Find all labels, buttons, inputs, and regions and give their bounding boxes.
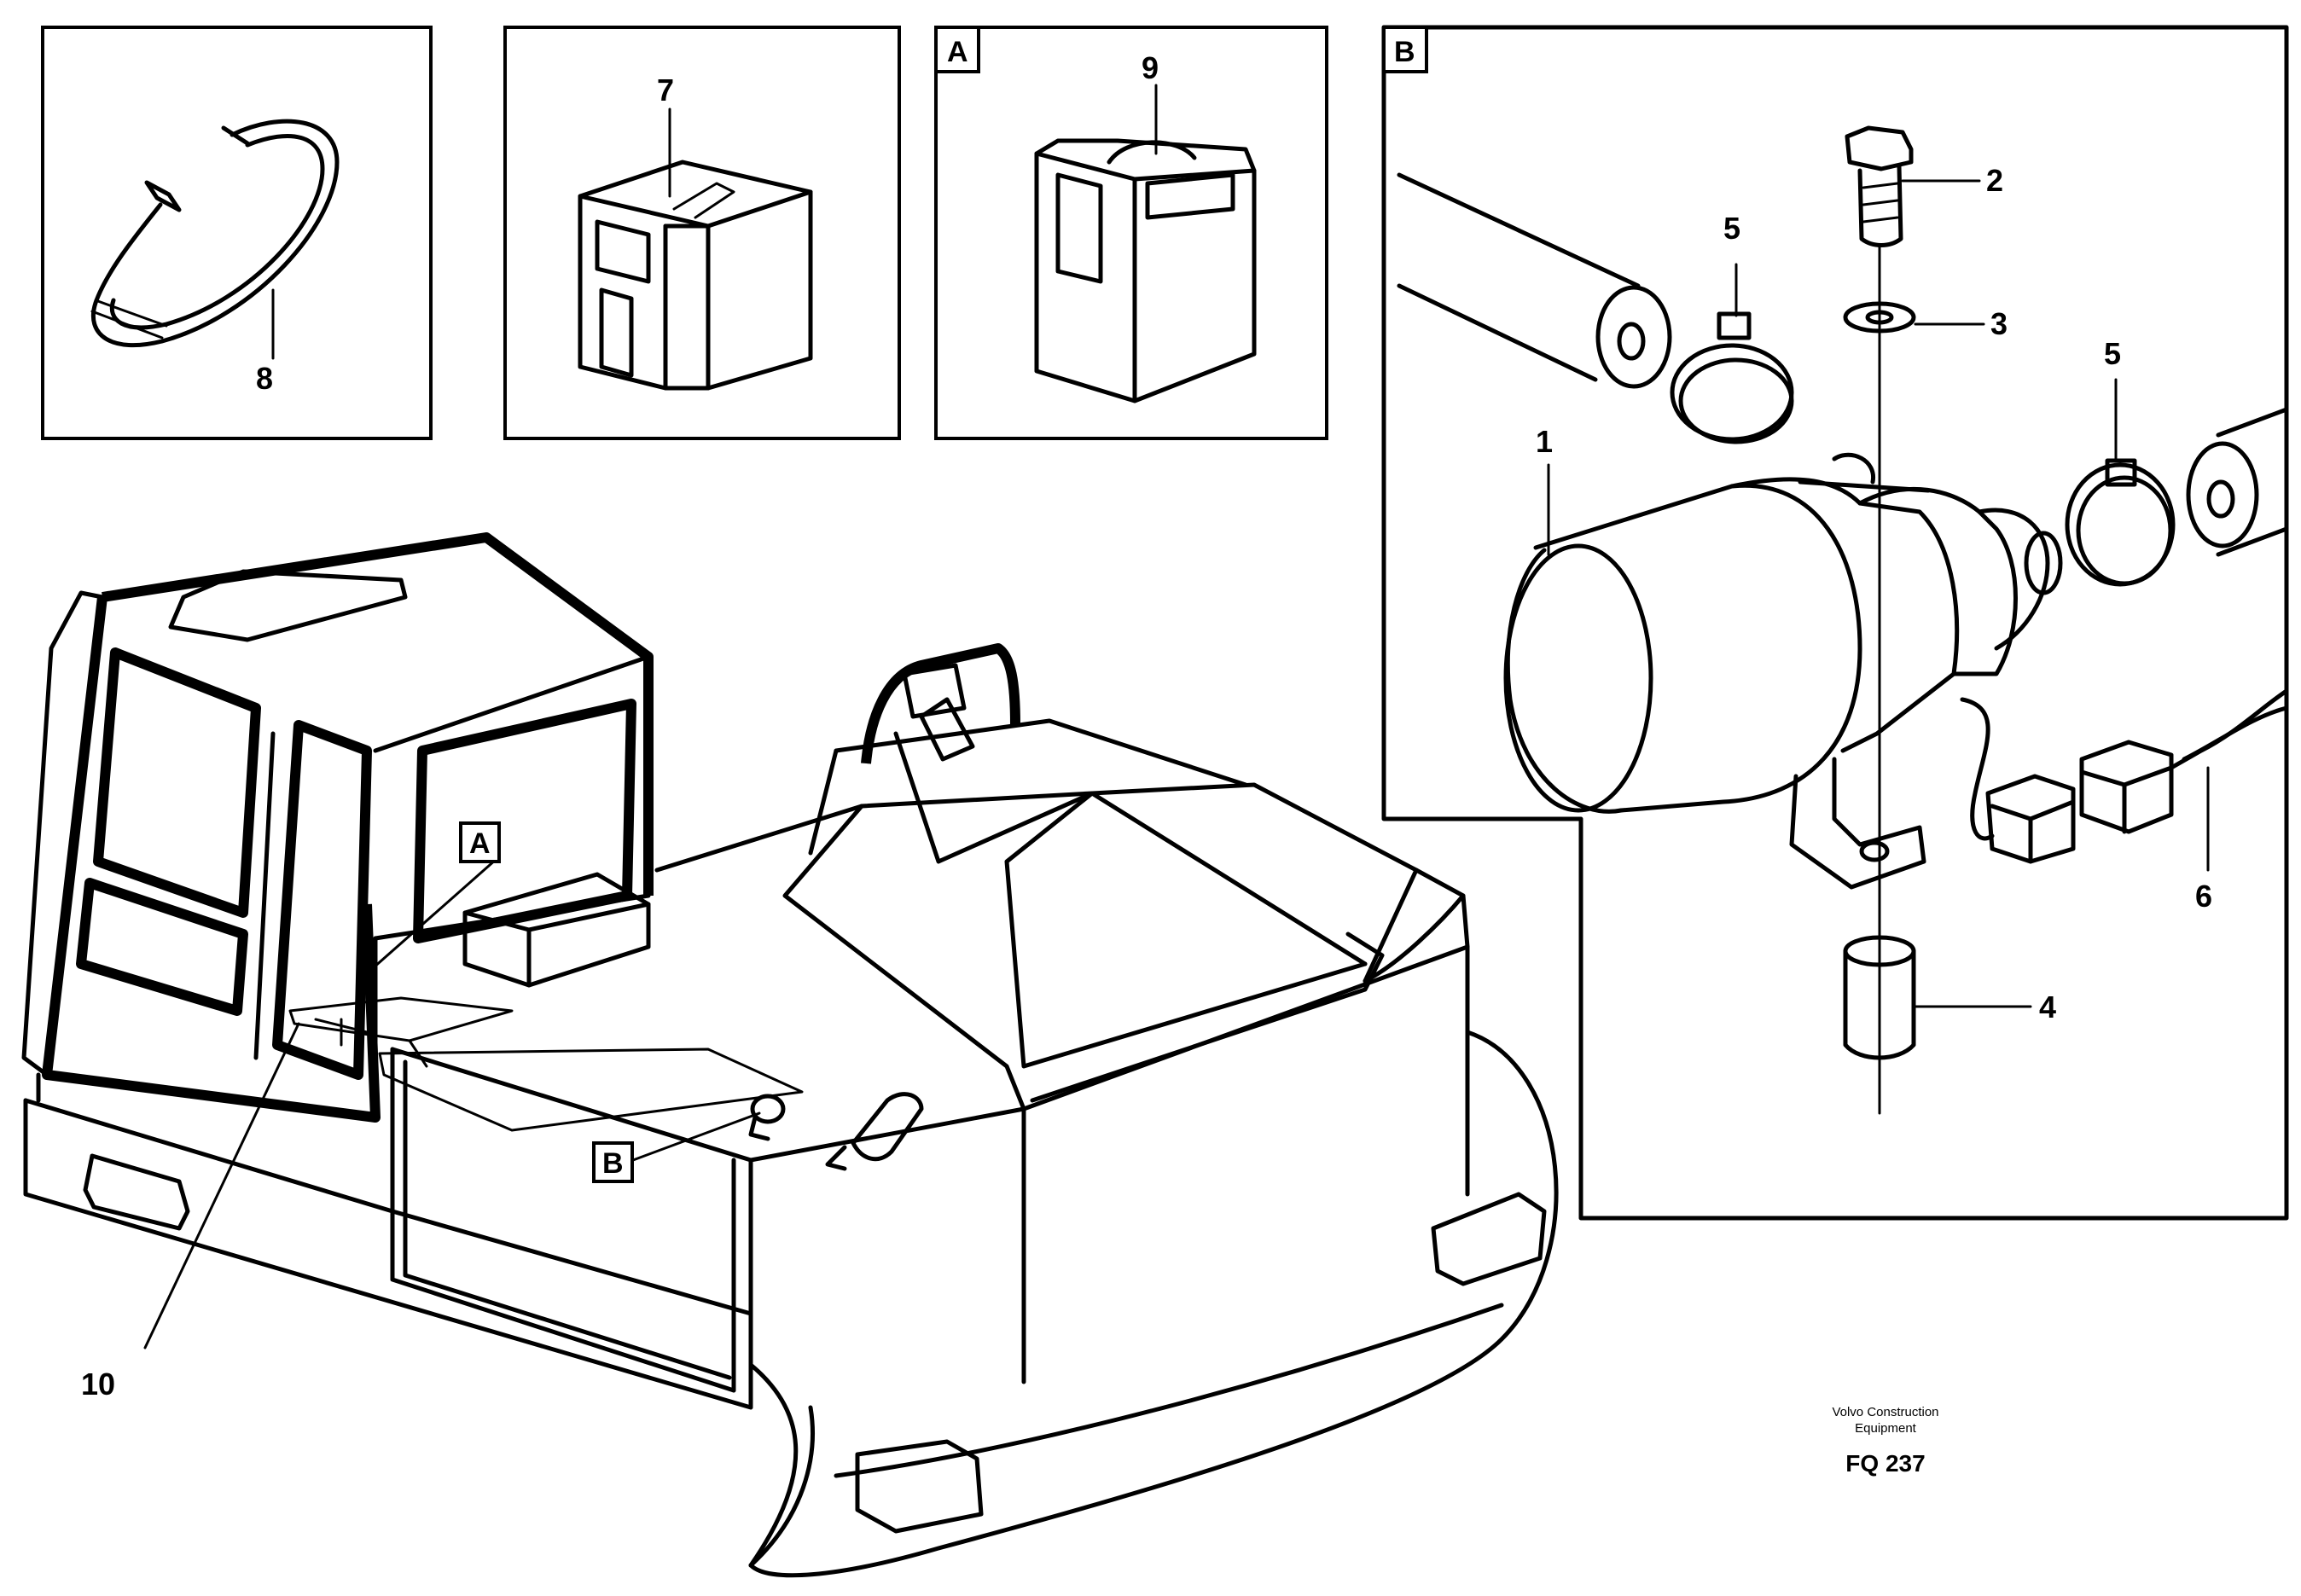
panel-cable-tie: 8: [41, 26, 433, 440]
marker-b-box: [592, 1141, 634, 1183]
panel-tag-a: A: [947, 36, 968, 68]
panel-tag-b: B: [1394, 36, 1415, 68]
battery-box: [462, 872, 651, 988]
connector-housing-drawing: [578, 160, 813, 391]
pump-body: [1503, 452, 2063, 814]
callout-1: 1: [1536, 424, 1553, 459]
marker-a-box: [459, 821, 501, 863]
work-light: [825, 1092, 924, 1171]
credit-block: Volvo Construction Equipment FQ 237: [1832, 1405, 1938, 1477]
hose-clamp-left: [1670, 311, 1794, 444]
callout-6: 6: [2195, 879, 2212, 914]
mounting-bracket: [1789, 757, 1926, 890]
credit-line-2: Equipment: [1855, 1421, 1917, 1436]
panel-connector-housing: 7: [503, 26, 901, 440]
fuel-pump-on-machine: [748, 1094, 786, 1141]
callout-10: 10: [81, 1367, 115, 1402]
callout-2: 2: [1986, 163, 2003, 198]
marker-a: A: [469, 827, 491, 860]
marker-b: B: [602, 1147, 624, 1180]
cable-tie-drawing: [90, 119, 340, 347]
callout-5-left: 5: [1723, 211, 1740, 246]
bolt: [1845, 125, 1914, 247]
counterweight: [748, 1030, 1559, 1578]
callout-8: 8: [256, 361, 273, 396]
panel-detail-b: B: [1381, 25, 2289, 1221]
callout-4: 4: [2039, 990, 2056, 1024]
wiring-path: [288, 996, 804, 1132]
engine-hood: [390, 731, 1470, 1393]
callout-3: 3: [1990, 306, 2008, 341]
relay-drawing: [1034, 138, 1257, 403]
hose-clamp-right: [2065, 458, 2176, 587]
figure-code: FQ 237: [1845, 1450, 1925, 1477]
operator-cab: [21, 532, 654, 1123]
callout-9: 9: [1142, 50, 1159, 85]
hose-left: [1397, 172, 1672, 389]
callout-7: 7: [657, 73, 674, 107]
rear-hood-rail: [808, 643, 1248, 856]
credit-line-1: Volvo Construction: [1832, 1405, 1938, 1419]
excavator-machine: A B 10: [21, 532, 1559, 1578]
panel-relay: A 9: [934, 26, 1328, 440]
connector-pair: [1960, 688, 2289, 864]
callout-5-right: 5: [2104, 336, 2121, 371]
hose-right: [2186, 407, 2289, 557]
